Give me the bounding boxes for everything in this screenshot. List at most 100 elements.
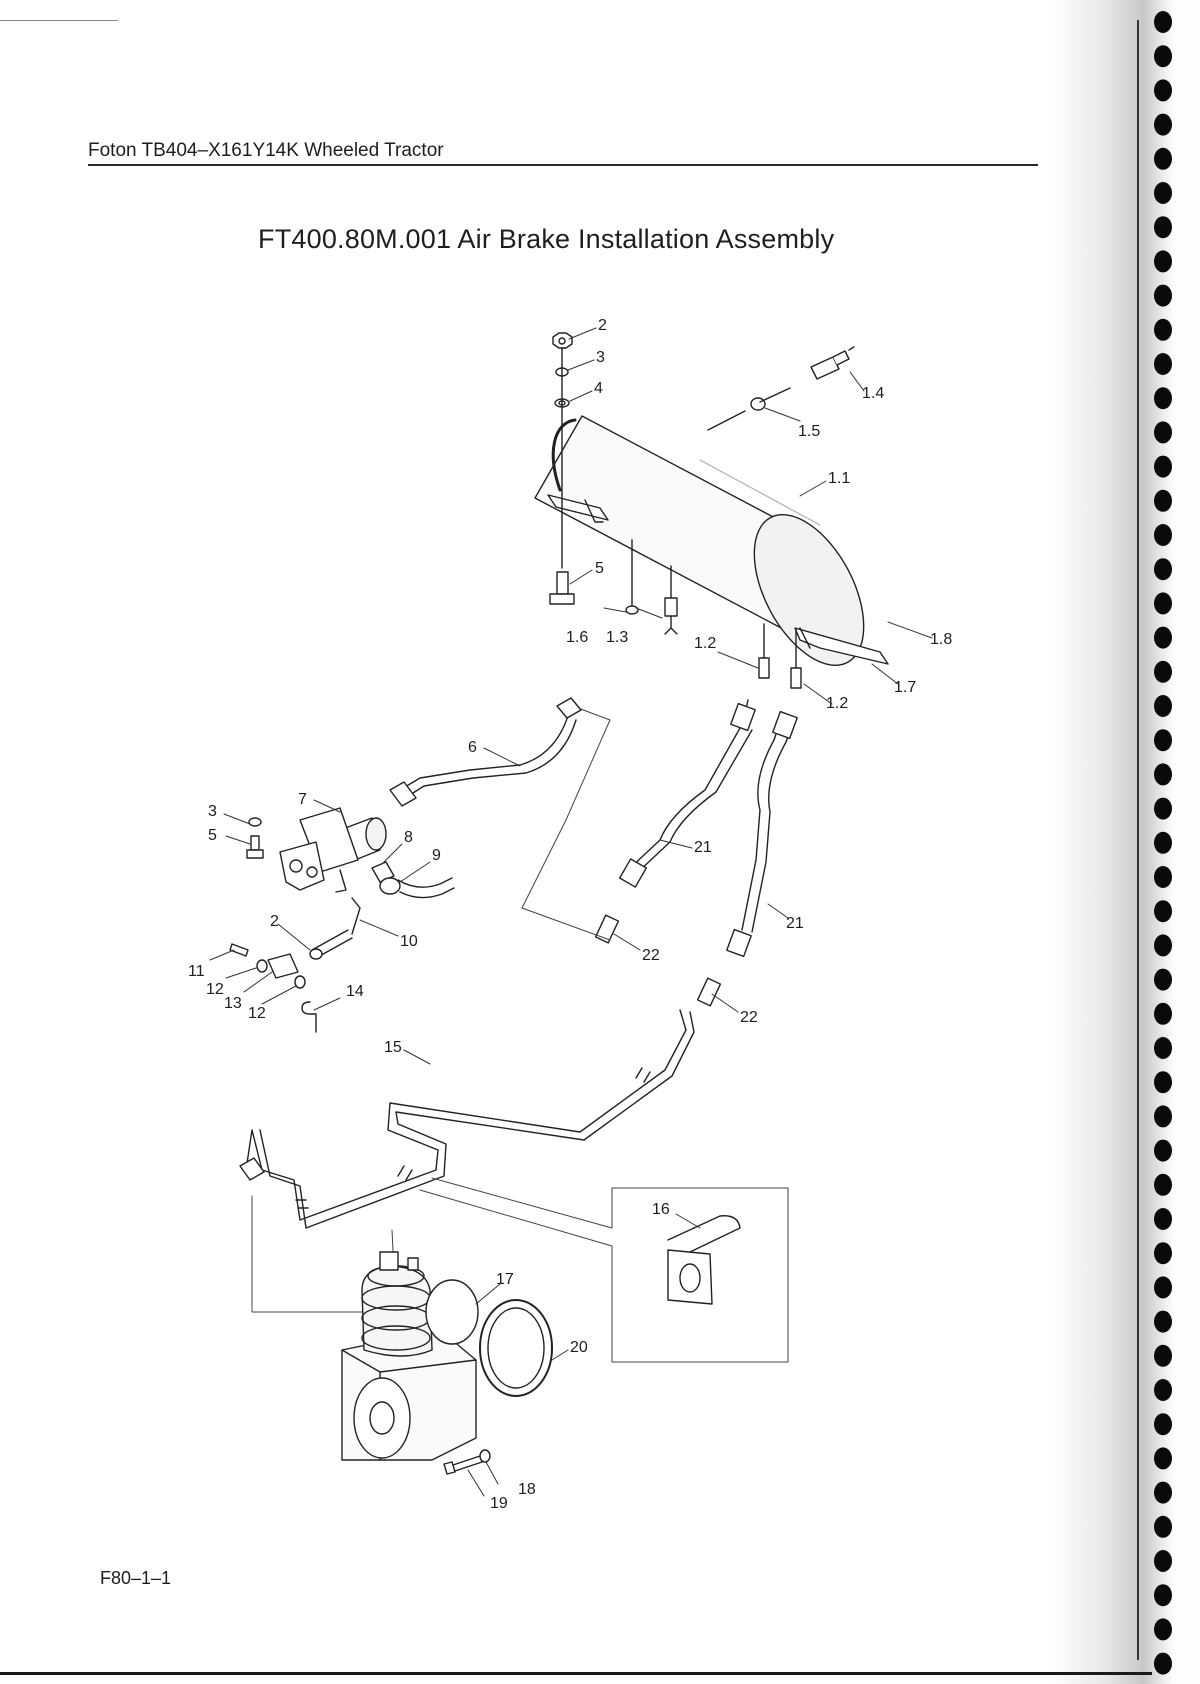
- callout-2-left: 2: [270, 913, 279, 930]
- callout-8: 8: [404, 829, 413, 846]
- fitting-1-2-right: [790, 629, 802, 689]
- callout-22-lower: 22: [740, 1009, 758, 1026]
- callout-17: 17: [496, 1271, 514, 1288]
- binding-hole: [1154, 113, 1172, 136]
- binding-hole: [1154, 250, 1172, 273]
- callout-14: 14: [346, 983, 364, 1000]
- callout-21-left: 21: [694, 839, 712, 856]
- binding-hole: [1154, 1173, 1172, 1196]
- callout-3-left: 3: [208, 803, 217, 820]
- binding-hole: [1154, 1447, 1172, 1470]
- callout-11: 11: [188, 963, 205, 980]
- binding-hole: [1154, 626, 1172, 649]
- callout-9: 9: [432, 847, 441, 864]
- callout-12-lower: 12: [248, 1005, 266, 1022]
- callout-18: 18: [518, 1481, 536, 1498]
- binding-hole: [1154, 831, 1172, 854]
- page-number: F80–1–1: [100, 1568, 172, 1588]
- binding-hole: [1154, 797, 1172, 820]
- callout-1-2-upper: 1.2: [694, 635, 716, 652]
- binding-hole: [1154, 524, 1172, 546]
- nut-2: [552, 332, 573, 349]
- callout-21-right: 21: [786, 915, 804, 932]
- cotter-pin-14: [301, 1001, 317, 1033]
- callout-1-1: 1.1: [828, 470, 850, 487]
- bottom-edge-rule: [0, 1672, 1152, 1675]
- bolt-19: [443, 1455, 483, 1475]
- callout-5-left: 5: [208, 827, 217, 844]
- binding-hole: [1154, 353, 1172, 375]
- binding-hole: [1154, 1584, 1172, 1607]
- binding-hole: [1154, 216, 1172, 239]
- air-tank: [534, 415, 865, 666]
- callout-labels: 2 3 4 1.4 1.5 1.1 5 1.6 1.3 1.2 1.8 1.7 …: [188, 317, 952, 1512]
- tank-bracket-front: [547, 494, 609, 523]
- binding-hole: [1154, 729, 1172, 752]
- hose-9: [379, 877, 455, 899]
- callout-20: 20: [570, 1339, 588, 1356]
- safety-valve-1-4: [707, 346, 855, 431]
- leader-lines: [209, 327, 933, 1497]
- binding-hole: [1154, 1242, 1172, 1265]
- binding-hole: [1154, 1037, 1172, 1059]
- binding-hole: [1154, 387, 1172, 410]
- pipe-6: [389, 697, 582, 807]
- washer-18: [479, 1449, 491, 1463]
- clevis-13: [267, 953, 299, 979]
- binding-hole: [1154, 763, 1172, 786]
- binding-hole: [1154, 558, 1172, 581]
- callout-7: 7: [298, 791, 307, 808]
- binding-holes: [1154, 11, 1172, 1675]
- binding-hole: [1154, 1379, 1172, 1401]
- binding-hole: [1154, 1276, 1172, 1299]
- binding-hole: [1154, 1413, 1172, 1436]
- binding-hole: [1154, 592, 1172, 615]
- callout-10: 10: [400, 933, 418, 950]
- fitting-1-2-left: [758, 623, 770, 679]
- binding-hole: [1154, 1002, 1172, 1025]
- binding-hole: [1154, 11, 1172, 33]
- page-edge: [1137, 20, 1139, 1660]
- gasket-20: [479, 1299, 553, 1397]
- binding-hole: [1154, 1071, 1172, 1094]
- binding-hole: [1154, 660, 1172, 683]
- callout-1-5: 1.5: [798, 423, 820, 440]
- binding-hole: [1154, 900, 1172, 923]
- brake-valve-7: [279, 807, 387, 893]
- binding-hole: [1154, 1481, 1172, 1504]
- callout-19: 19: [490, 1495, 508, 1512]
- callout-4: 4: [594, 380, 603, 397]
- callout-6: 6: [468, 739, 477, 756]
- binding-hole: [1154, 1344, 1172, 1367]
- callout-15: 15: [384, 1039, 402, 1056]
- binding-hole: [1154, 489, 1172, 512]
- drain-valve: [664, 565, 678, 635]
- binding-hole: [1154, 1105, 1172, 1128]
- diagram-title: FT400.80M.001 Air Brake Installation Ass…: [258, 224, 835, 254]
- tank-bracket-rear: [794, 627, 889, 665]
- binding-hole: [1154, 1550, 1172, 1572]
- pipe-15: [239, 1009, 695, 1229]
- binding-hole: [1154, 79, 1172, 102]
- washer-12b: [294, 975, 306, 989]
- connector-8: [371, 861, 395, 883]
- binding-hole: [1154, 1139, 1172, 1162]
- binding-hole: [1154, 866, 1172, 888]
- callout-3-top: 3: [596, 349, 605, 366]
- callout-1-4: 1.4: [862, 385, 884, 402]
- spiral-binding-shadow: [1050, 0, 1200, 1684]
- binding-hole: [1154, 1652, 1172, 1675]
- binding-hole: [1154, 968, 1172, 991]
- callout-12-upper: 12: [206, 981, 224, 998]
- hose-21-right: [726, 710, 798, 958]
- washer-12a: [256, 959, 268, 973]
- bolt-5: [549, 571, 575, 605]
- washer-3-left: [248, 817, 262, 827]
- binding-hole: [1154, 1515, 1172, 1538]
- callout-1-6: 1.6: [566, 629, 588, 646]
- binding-hole: [1154, 695, 1172, 717]
- fitting-22-upper: [594, 914, 620, 944]
- binding-hole: [1154, 1310, 1172, 1333]
- binding-hole: [1154, 147, 1172, 170]
